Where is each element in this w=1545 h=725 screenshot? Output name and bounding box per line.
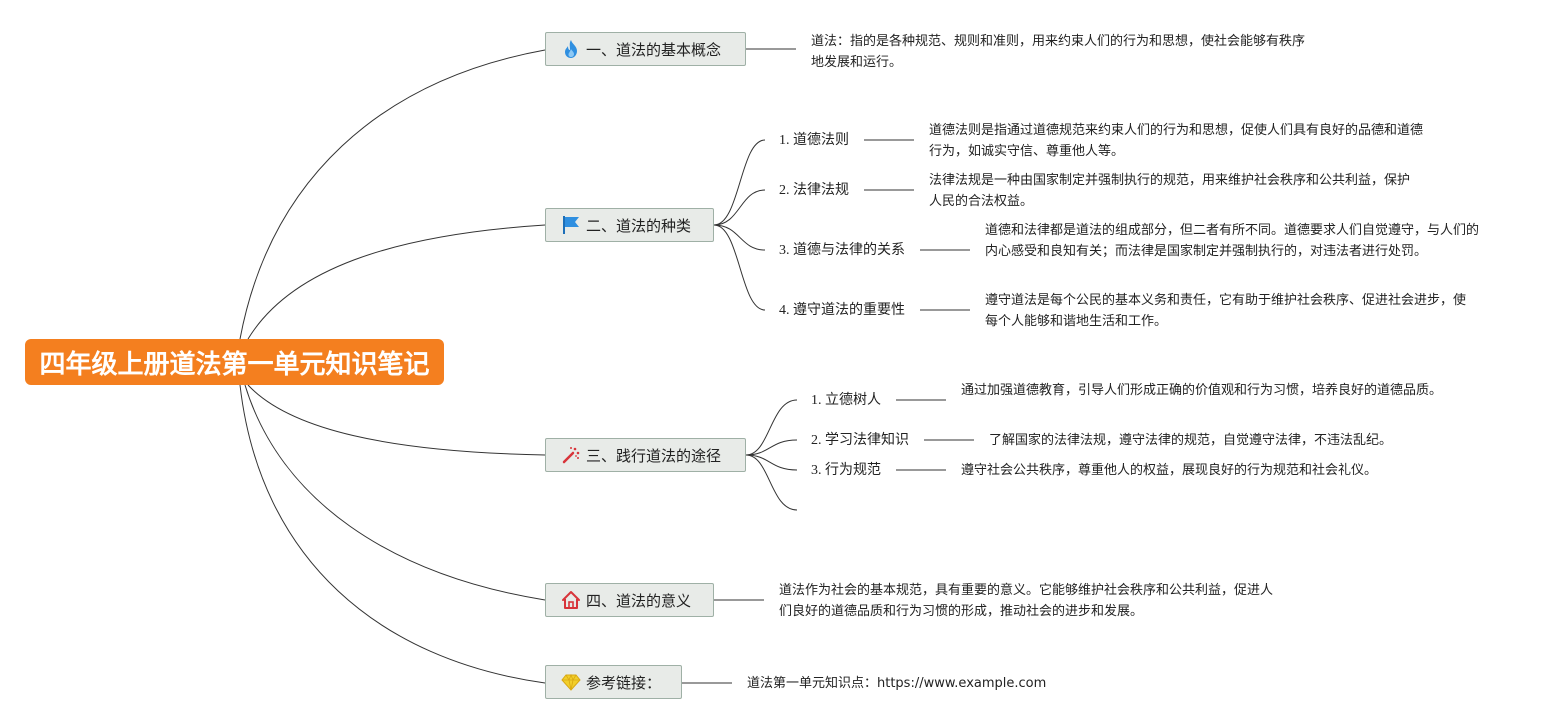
topic-practice[interactable]: 三、践行道法的途径	[545, 438, 746, 472]
link-topic-3-sub-1	[745, 399, 798, 456]
sub-topic-note: 遵守社会公共秩序，尊重他人的权益，展现良好的行为规范和社会礼仪。	[961, 463, 1378, 478]
sub-topic-importance[interactable]: 4. 遵守道法的重要性	[779, 303, 905, 318]
link-root-topic-1	[239, 49, 546, 340]
topic-basic-concept[interactable]: 一、道法的基本概念	[545, 32, 746, 66]
magic-wand-icon	[560, 444, 582, 466]
link-root-topic-4	[244, 384, 546, 601]
sub-topic-note: 了解国家的法律法规，遵守法律的规范，自觉遵守法律，不违法乱纪。	[989, 433, 1393, 448]
sub-topic-note: 道德法则是指通过道德规范来约束人们的行为和思想，促使人们具有良好的品德和道德行为…	[929, 123, 1424, 159]
topic-label: 一、道法的基本概念	[586, 40, 722, 59]
sub-topic-note: 法律法规是一种由国家制定并强制执行的规范，用来维护社会秩序和公共利益，保护人民的…	[929, 173, 1411, 209]
link-topic-2-sub-4	[713, 224, 766, 311]
link-topic-2-sub-2	[713, 189, 766, 226]
link-topic-3-sub-3	[745, 454, 798, 471]
link-root-topic-5	[239, 384, 546, 684]
topic-label: 二、道法的种类	[586, 216, 692, 235]
sub-topic-learn-law[interactable]: 2. 学习法律知识	[811, 433, 909, 448]
sub-topic-behavior[interactable]: 3. 行为规范	[811, 463, 881, 478]
topic-1-note: 道法：指的是各种规范、规则和准则，用来约束人们的行为和思想，使社会能够有秩序地发…	[811, 34, 1306, 70]
link-topic-2-sub-1	[713, 139, 766, 226]
topic-significance[interactable]: 四、道法的意义	[545, 583, 714, 617]
house-icon	[560, 589, 582, 611]
topic-label: 参考链接：	[586, 673, 662, 692]
link-topic-3-sub-2	[745, 439, 798, 456]
sub-topic-moral-law-relation[interactable]: 3. 道德与法律的关系	[779, 243, 905, 258]
topic-types[interactable]: 二、道法的种类	[545, 208, 714, 242]
flame-icon	[560, 38, 582, 60]
link-topic-2-sub-3	[713, 224, 766, 251]
link-root-topic-2	[247, 224, 546, 340]
topic-reference-links[interactable]: 参考链接：	[545, 665, 682, 699]
sub-topic-moral-education[interactable]: 1. 立德树人	[811, 393, 881, 408]
link-topic-3-sub-4	[745, 454, 798, 511]
sub-topic-moral-rules[interactable]: 1. 道德法则	[779, 133, 849, 148]
root-topic[interactable]: 四年级上册道法第一单元知识笔记	[25, 339, 444, 385]
root-title: 四年级上册道法第一单元知识笔记	[39, 349, 430, 380]
topic-label: 三、践行道法的途径	[586, 446, 722, 465]
gem-icon	[560, 671, 582, 693]
sub-topic-note: 道德和法律都是道法的组成部分，但二者有所不同。道德要求人们自觉遵守，与人们的内心…	[985, 223, 1480, 259]
sub-topic-laws[interactable]: 2. 法律法规	[779, 183, 849, 198]
reference-link[interactable]: 道法第一单元知识点：https://www.example.com	[747, 676, 1047, 691]
topic-label: 四、道法的意义	[586, 591, 692, 610]
sub-topic-note: 通过加强道德教育，引导人们形成正确的价值观和行为习惯，培养良好的道德品质。	[961, 383, 1443, 398]
link-root-topic-3	[247, 384, 546, 456]
sub-topic-note: 遵守道法是每个公民的基本义务和责任，它有助于维护社会秩序、促进社会进步，使每个人…	[985, 293, 1467, 329]
topic-4-note: 道法作为社会的基本规范，具有重要的意义。它能够维护社会秩序和公共利益，促进人们良…	[779, 583, 1274, 619]
flag-icon	[560, 214, 582, 236]
